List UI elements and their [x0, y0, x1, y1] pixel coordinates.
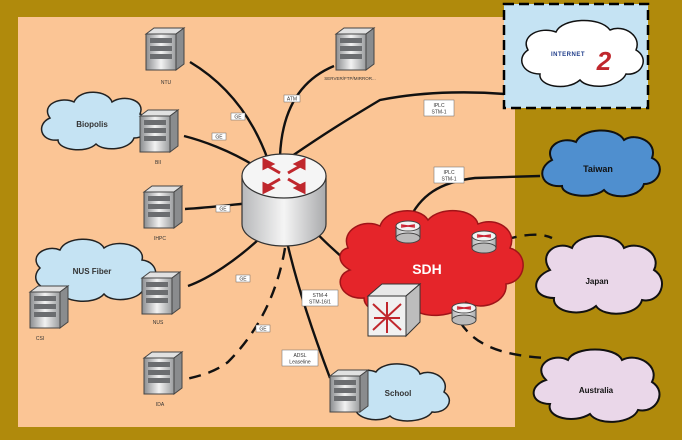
core-router	[241, 153, 327, 247]
link-label-iplc-top: IPLC	[433, 103, 445, 109]
school-server	[329, 369, 369, 413]
australia-label: Australia	[579, 386, 614, 395]
link-label-atm: ATM	[287, 97, 297, 103]
internet2-mark: 2	[596, 46, 612, 76]
link-label-ntu: GE	[234, 115, 242, 121]
link-label-ihpc: GE	[219, 207, 227, 213]
core-switch	[366, 282, 422, 338]
link-label-iplc-taiwan: IPLC	[443, 170, 455, 176]
link-label-bii: GE	[215, 135, 223, 141]
bii-label: BII	[155, 160, 161, 166]
atm-server: SERVER/FTP/MIRROR...	[324, 27, 376, 81]
bii-server: BII	[139, 109, 179, 166]
japan-label: Japan	[585, 277, 608, 286]
sdh-router-1	[395, 220, 421, 244]
ihpc-label: IHPC	[154, 236, 166, 242]
nus-label: NUS	[153, 320, 164, 326]
link-label-stm-top: STM-1	[432, 110, 447, 116]
link-label-stm-taiwan: STM-1	[442, 177, 457, 183]
link-label-nus: GE	[239, 277, 247, 283]
atm-server-label: SERVER/FTP/MIRROR...	[324, 76, 375, 81]
internet2-label: INTERNET	[551, 52, 585, 58]
biopolis-cloud: Biopolis	[40, 91, 150, 151]
sdh-router-2	[471, 230, 497, 254]
switch-arrows-icon	[372, 302, 402, 333]
ida-label: IDA	[156, 402, 165, 408]
nus-fiber-label: NUS Fiber	[73, 267, 112, 276]
australia-cloud: Australia	[532, 348, 661, 423]
link-label-stm16: STM-16/1	[309, 300, 331, 306]
ihpc-server: IHPC	[143, 185, 183, 242]
csi-label: CSI	[36, 336, 44, 342]
router-arrows-icon	[262, 157, 306, 195]
ntu-label: NTU	[161, 80, 172, 86]
school-label: School	[385, 389, 412, 398]
csi-server: CSI	[29, 285, 69, 342]
taiwan-cloud: Taiwan	[541, 129, 661, 198]
link-label-ida: GE	[259, 327, 267, 333]
link-label-stm4: STM-4	[313, 293, 328, 299]
sdh-router-3	[451, 302, 477, 326]
sdh-cloud: SDH	[339, 209, 524, 317]
nus-server: NUS	[141, 271, 181, 326]
link-label-leaseline: Leaseline	[289, 360, 311, 366]
link-label-adsl: ADSL	[293, 353, 306, 359]
internet2-box: INTERNET 2	[502, 2, 650, 110]
ntu-server: NTU	[145, 27, 185, 86]
japan-cloud: Japan	[535, 235, 663, 315]
taiwan-label: Taiwan	[583, 164, 613, 174]
biopolis-label: Biopolis	[76, 120, 108, 129]
sdh-label: SDH	[412, 261, 442, 277]
ida-server: IDA	[143, 351, 183, 408]
